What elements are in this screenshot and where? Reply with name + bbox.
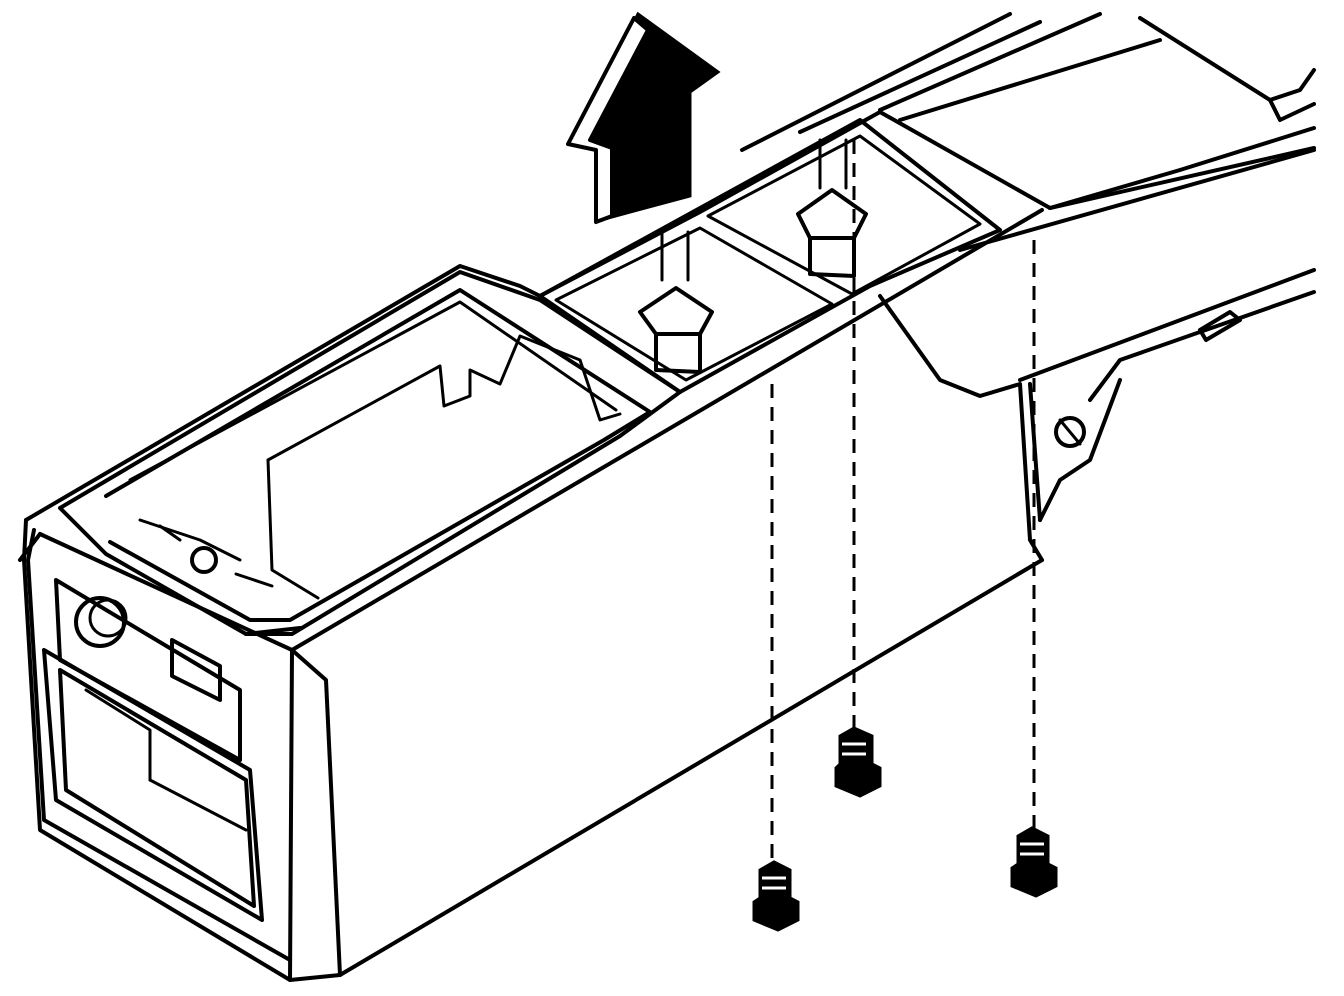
removal-arrow-icon <box>566 11 721 224</box>
upper-console-rails <box>740 12 1316 402</box>
console-side-panel <box>878 294 1122 562</box>
bolt-icon <box>752 860 800 932</box>
cup-holder-front <box>638 230 714 374</box>
bolt-icon <box>834 726 882 798</box>
bolt-icon <box>1010 826 1058 898</box>
cup-holder-tray <box>538 118 1002 394</box>
cup-holder-rear <box>796 138 868 278</box>
rear-storage-bin <box>58 270 682 636</box>
console-front-face <box>26 528 292 962</box>
center-console-body <box>18 110 1044 982</box>
fastener-guide-lines <box>770 140 1036 870</box>
